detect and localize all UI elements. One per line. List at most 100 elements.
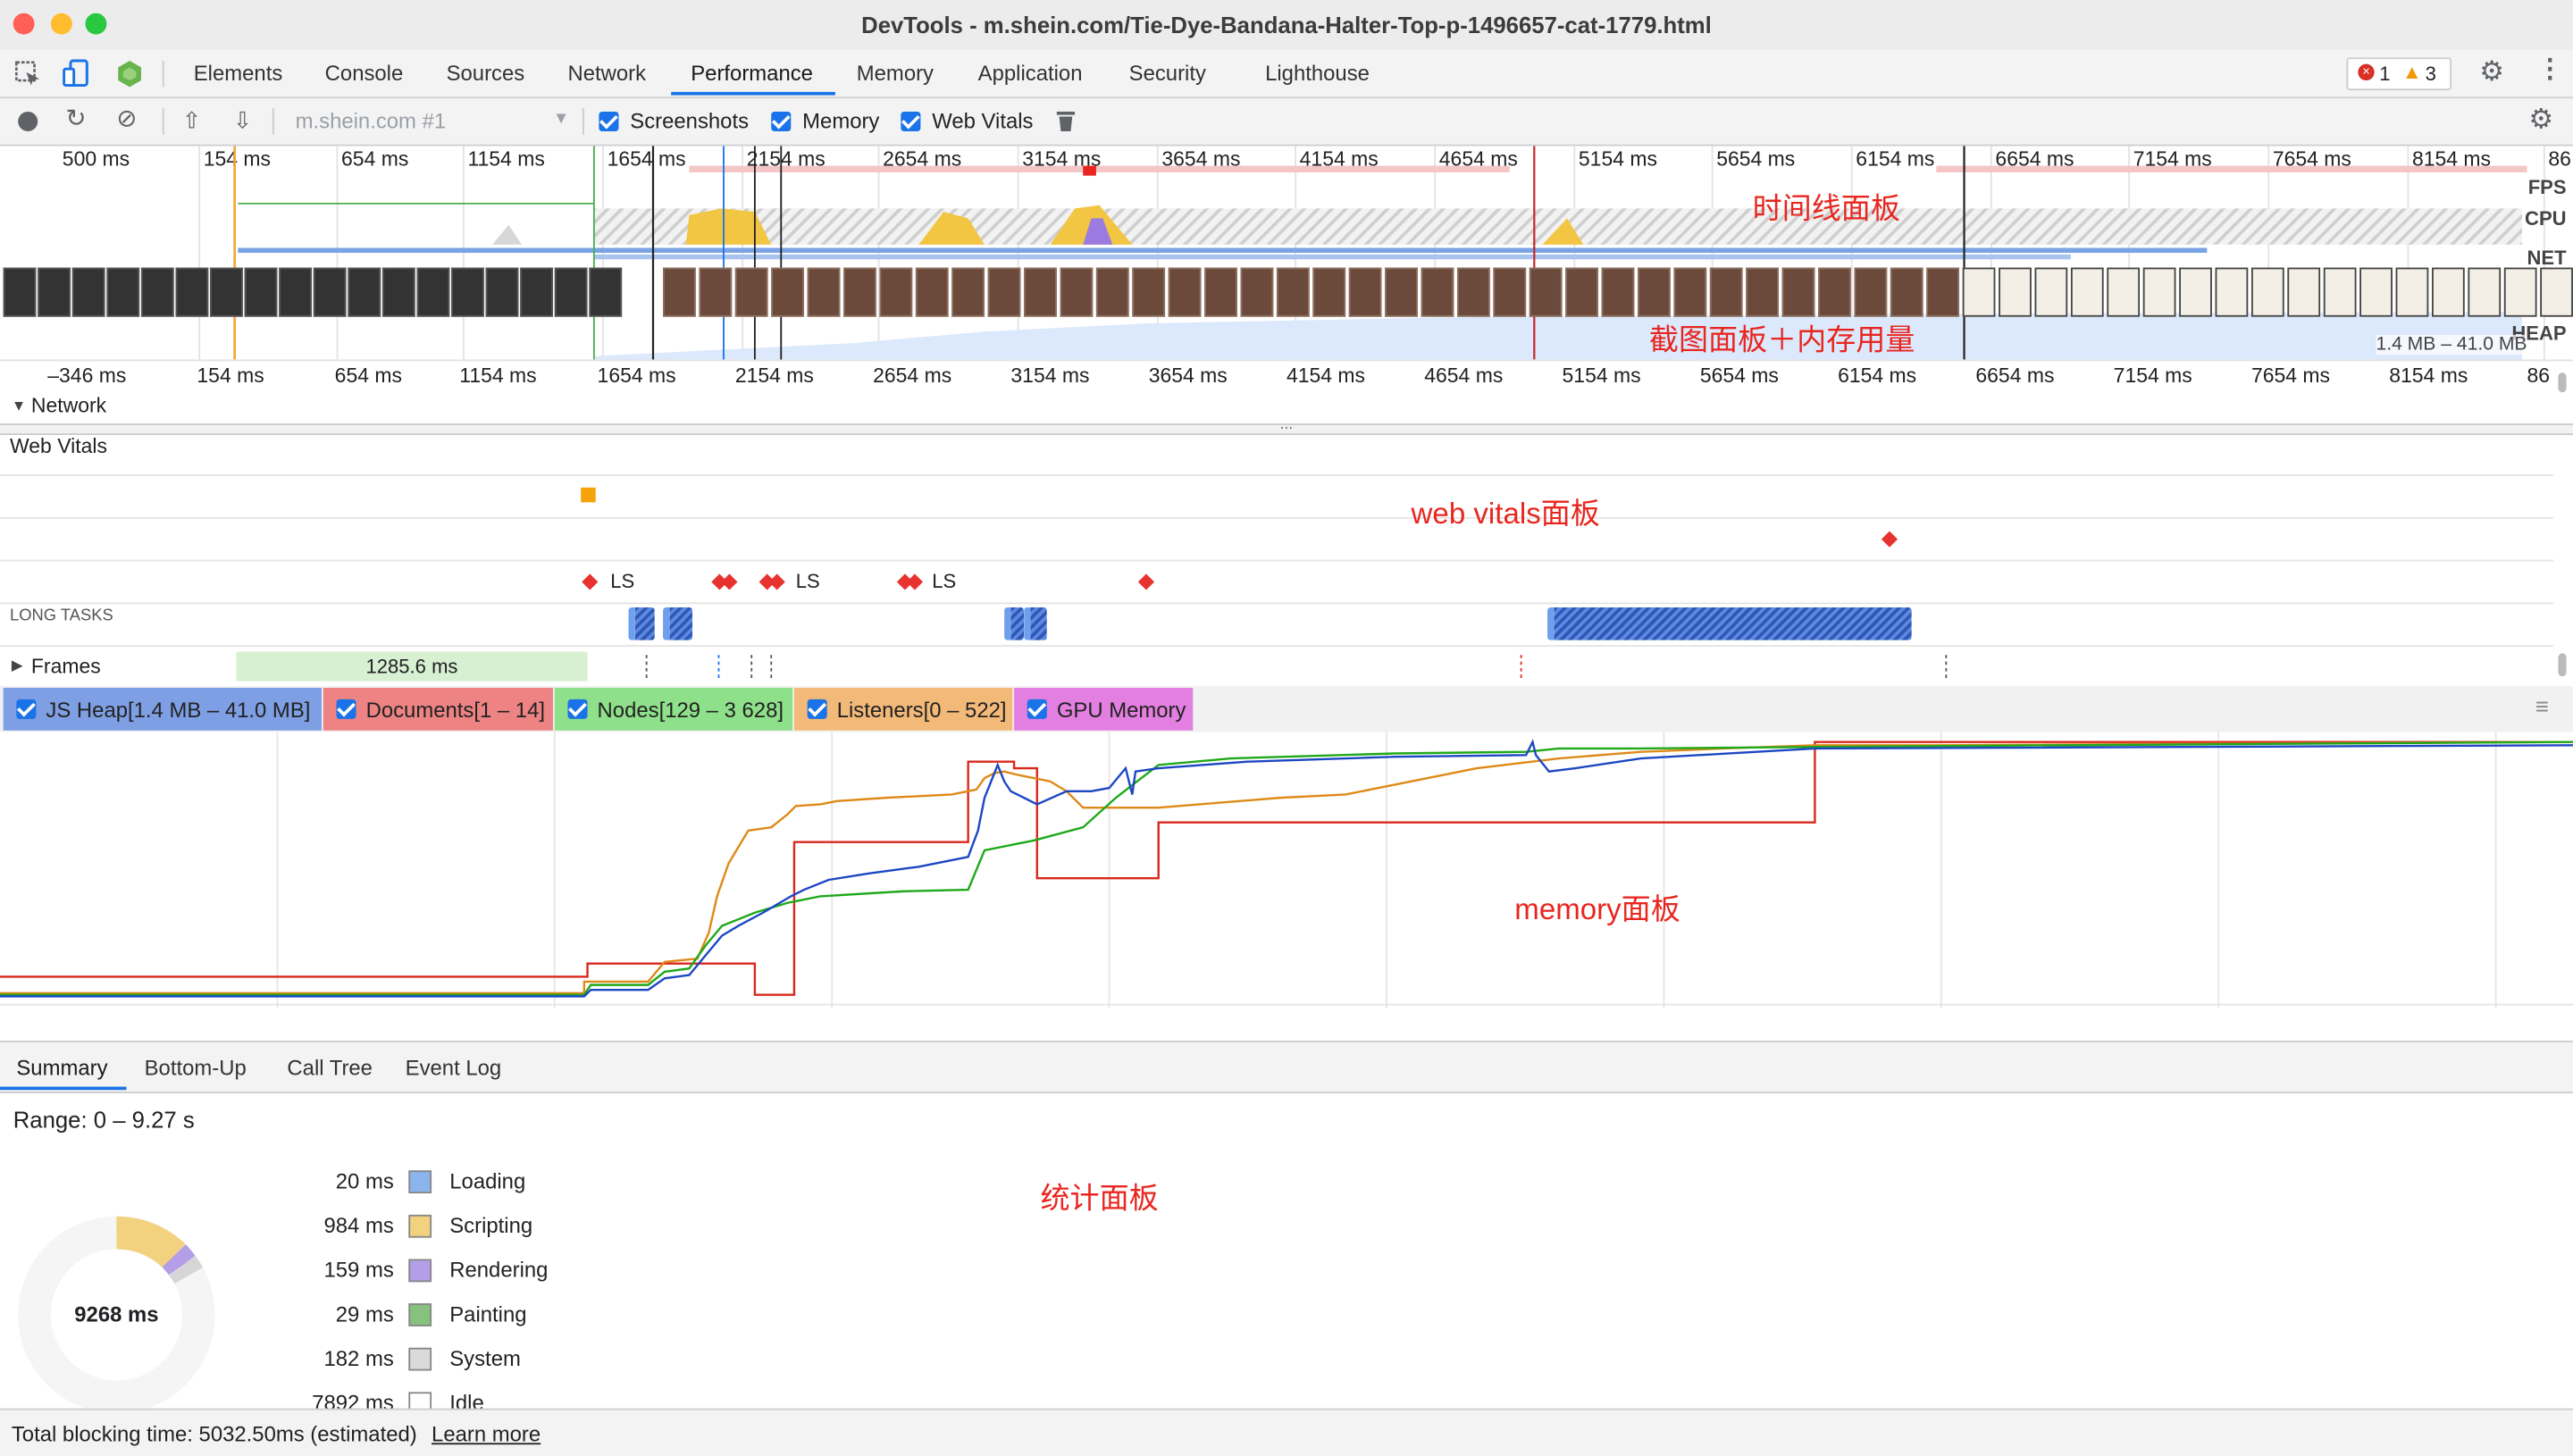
scrollbar-thumb[interactable] (2558, 372, 2567, 393)
tab-memory[interactable]: Memory (856, 60, 934, 86)
long-task-bar[interactable] (1004, 607, 1025, 640)
screenshot-thumbnail[interactable] (1890, 267, 1923, 317)
screenshot-thumbnail[interactable] (879, 267, 913, 317)
screenshot-thumbnail[interactable] (2250, 267, 2284, 317)
screenshot-thumbnail[interactable] (485, 267, 519, 317)
screenshot-thumbnail[interactable] (1565, 267, 1598, 317)
screenshot-thumbnail[interactable] (2107, 267, 2141, 317)
tab-lighthouse[interactable]: Lighthouse (1265, 60, 1370, 86)
screenshot-thumbnail[interactable] (1168, 267, 1202, 317)
screenshot-thumbnail[interactable] (1999, 267, 2032, 317)
screenshot-thumbnail[interactable] (1601, 267, 1635, 317)
frames-track[interactable]: ▶ Frames 1285.6 ms (0, 649, 2573, 684)
capture-settings-gear-icon[interactable]: ⚙ (2528, 103, 2554, 135)
load-profile-icon[interactable]: ⇧ (181, 106, 202, 133)
tab-event-log[interactable]: Event Log (405, 1055, 502, 1081)
screenshot-thumbnail[interactable] (734, 267, 768, 317)
target-select[interactable]: m.shein.com #1 (295, 108, 447, 133)
scrollbar-thumb[interactable] (2558, 653, 2567, 677)
screenshot-thumbnail[interactable] (2142, 267, 2176, 317)
screenshot-thumbnail[interactable] (554, 267, 588, 317)
maximize-window-button[interactable] (85, 13, 107, 35)
lcp-marker[interactable] (1881, 531, 1898, 548)
clear-icon[interactable]: ⊘ (116, 105, 138, 133)
learn-more-link[interactable]: Learn more (432, 1421, 541, 1447)
screenshot-thumbnail[interactable] (1529, 267, 1563, 317)
tab-call-tree[interactable]: Call Tree (287, 1055, 373, 1081)
screenshot-thumbnail[interactable] (1781, 267, 1815, 317)
screenshot-thumbnail[interactable] (1638, 267, 1671, 317)
tab-sources[interactable]: Sources (446, 60, 525, 86)
screenshot-thumbnail[interactable] (520, 267, 553, 317)
record-button[interactable] (18, 111, 38, 132)
screenshot-thumbnail[interactable] (348, 267, 381, 317)
screenshot-thumbnail[interactable] (1132, 267, 1166, 317)
device-toolbar-icon[interactable] (63, 59, 92, 88)
ls-marker[interactable] (1137, 573, 1155, 590)
collect-garbage-icon[interactable] (1055, 108, 1077, 133)
network-track-header[interactable]: ▼ Network (0, 392, 2573, 422)
screenshot-thumbnail[interactable] (1060, 267, 1094, 317)
screenshot-thumbnail[interactable] (210, 267, 243, 317)
ls-marker[interactable] (768, 573, 785, 590)
screenshots-checkbox[interactable] (599, 111, 619, 132)
js-heap-counter[interactable]: JS Heap[1.4 MB – 41.0 MB] (3, 687, 322, 731)
ls-marker[interactable] (906, 573, 924, 590)
tab-security[interactable]: Security (1128, 60, 1206, 86)
expand-triangle-icon[interactable]: ▼ (11, 397, 27, 414)
screenshot-thumbnail[interactable] (106, 267, 140, 317)
screenshot-thumbnail[interactable] (1818, 267, 1851, 317)
screenshot-thumbnail[interactable] (1312, 267, 1346, 317)
screenshot-thumbnail[interactable] (1348, 267, 1382, 317)
ls-marker[interactable] (721, 573, 738, 590)
screenshot-thumbnail[interactable] (1456, 267, 1490, 317)
screenshot-thumbnail[interactable] (1095, 267, 1129, 317)
long-task-bar[interactable] (1547, 607, 1912, 640)
gpu-memory-counter[interactable]: GPU Memory (1014, 687, 1194, 731)
screenshot-thumbnail[interactable] (140, 267, 174, 317)
screenshot-thumbnail[interactable] (807, 267, 841, 317)
screenshot-thumbnail[interactable] (1024, 267, 1057, 317)
screenshot-thumbnail[interactable] (2323, 267, 2357, 317)
resize-handle[interactable]: ⋯ (0, 421, 2573, 435)
screenshot-thumbnail[interactable] (279, 267, 312, 317)
nodes-counter[interactable]: Nodes[129 – 3 628] (554, 687, 793, 731)
screenshot-thumbnail[interactable] (1493, 267, 1527, 317)
more-options-icon[interactable]: ⋮ (2536, 55, 2563, 84)
screenshot-thumbnail[interactable] (2359, 267, 2393, 317)
long-task-bar[interactable] (1024, 607, 1047, 640)
issues-counter[interactable]: × 1 ▲ 3 (2346, 57, 2452, 91)
tab-elements[interactable]: Elements (193, 60, 283, 86)
tab-performance[interactable]: Performance (691, 60, 813, 86)
memory-checkbox[interactable] (771, 111, 792, 132)
long-task-bar[interactable] (663, 607, 693, 640)
ls-marker[interactable] (582, 573, 599, 590)
screenshot-thumbnail[interactable] (2468, 267, 2502, 317)
screenshot-thumbnail[interactable] (1276, 267, 1310, 317)
expand-triangle-icon[interactable]: ▶ (11, 657, 23, 674)
webvitals-checkbox[interactable] (901, 111, 921, 132)
screenshot-thumbnail[interactable] (1709, 267, 1743, 317)
screenshot-thumbnail[interactable] (244, 267, 278, 317)
tab-summary[interactable]: Summary (16, 1055, 108, 1081)
screenshot-thumbnail[interactable] (951, 267, 985, 317)
screenshot-thumbnail[interactable] (313, 267, 347, 317)
frame-block[interactable]: 1285.6 ms (236, 651, 588, 682)
screenshot-thumbnail[interactable] (175, 267, 209, 317)
screenshot-thumbnail[interactable] (2070, 267, 2104, 317)
screenshot-thumbnail[interactable] (843, 267, 876, 317)
screenshot-thumbnail[interactable] (1962, 267, 1996, 317)
close-window-button[interactable] (13, 13, 35, 35)
screenshot-thumbnail[interactable] (3, 267, 37, 317)
reload-record-icon[interactable]: ↻ (65, 105, 87, 133)
screenshot-thumbnail[interactable] (2034, 267, 2068, 317)
screenshot-thumbnail[interactable] (381, 267, 415, 317)
screenshot-thumbnail[interactable] (1746, 267, 1779, 317)
save-profile-icon[interactable]: ⇩ (232, 106, 253, 133)
tab-network[interactable]: Network (567, 60, 647, 86)
vue-extension-icon[interactable] (115, 59, 145, 88)
screenshot-thumbnail[interactable] (699, 267, 733, 317)
screenshot-thumbnail[interactable] (987, 267, 1021, 317)
minimize-window-button[interactable] (50, 13, 72, 35)
screenshot-thumbnail[interactable] (1854, 267, 1888, 317)
